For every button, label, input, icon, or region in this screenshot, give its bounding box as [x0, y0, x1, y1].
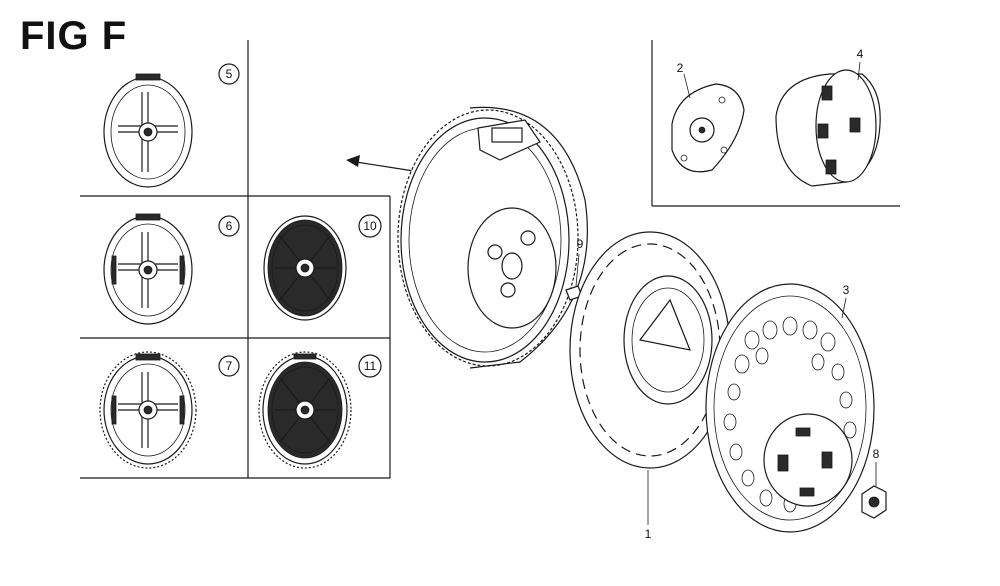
flywheel-variant-11	[258, 351, 352, 469]
nut-part-8	[861, 462, 887, 519]
cup-part-4	[775, 61, 881, 187]
callout-7-label: 7	[226, 359, 233, 373]
figure-title: FIG F	[20, 14, 128, 58]
pulley-part-3	[705, 283, 875, 533]
flywheel-variant-6	[103, 213, 193, 325]
flywheel-main	[397, 106, 588, 369]
plate-part-2	[671, 73, 745, 173]
flywheel-variant-5	[103, 73, 193, 188]
variant-panel-frame	[80, 40, 391, 479]
callout-11-label: 11	[364, 359, 377, 373]
callout-1-label: 1	[645, 527, 652, 541]
callout-6-label: 6	[226, 219, 233, 233]
callout-4-label: 4	[857, 47, 864, 61]
flywheel-variant-10	[263, 215, 347, 321]
callout-11: 11	[358, 354, 382, 378]
callout-5-label: 5	[226, 67, 233, 81]
callout-2-label: 2	[677, 61, 684, 75]
callout-7: 7	[218, 355, 240, 377]
callout-10: 10	[358, 214, 382, 238]
cooling-fan-part-1	[569, 231, 731, 525]
callout-9-label: 9	[577, 237, 584, 251]
callout-8-label: 8	[873, 447, 880, 461]
callout-3-label: 3	[843, 283, 850, 297]
callout-6: 6	[218, 215, 240, 237]
inset-frame	[651, 40, 900, 207]
variant-reference-arrow	[346, 155, 421, 173]
callout-5: 5	[218, 63, 240, 85]
flywheel-variant-7	[99, 351, 197, 469]
callout-10-label: 10	[363, 219, 377, 233]
